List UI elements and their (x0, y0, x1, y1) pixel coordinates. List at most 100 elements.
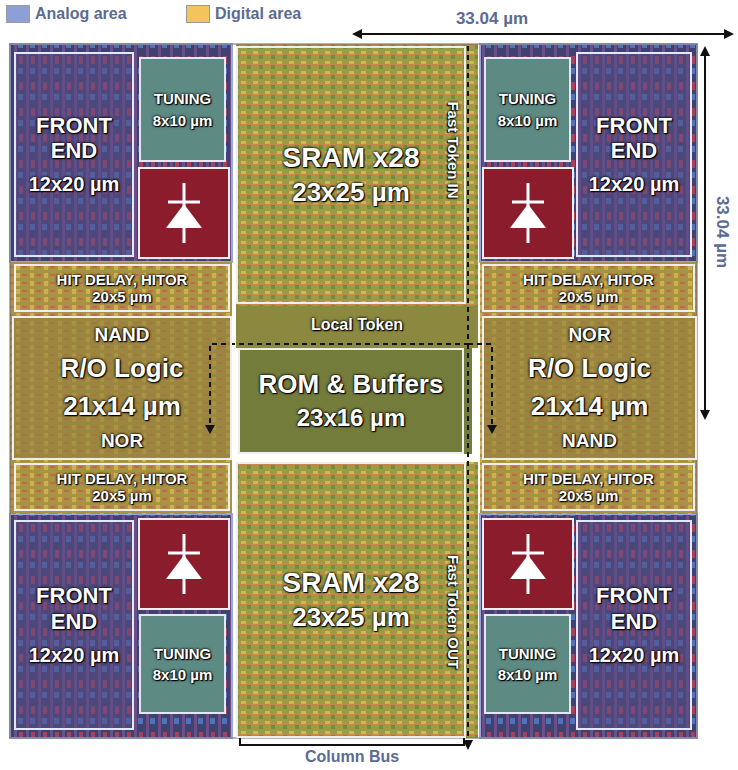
diode-symbol (512, 201, 544, 204)
signal-name: Local Token (311, 316, 403, 334)
dimension-line (356, 33, 730, 35)
tuning-fill (139, 614, 226, 714)
token-path (210, 46, 468, 428)
block-name: TUNING (499, 645, 557, 662)
token-path (468, 344, 492, 428)
legend-swatch (186, 5, 210, 23)
block-text: 20x5 µm (559, 288, 619, 305)
front-end-box: FRONT END 12x20 µm (14, 52, 134, 257)
sram-block: SRAM x28 23x25 µm (236, 46, 466, 304)
tuning-box: TUNING 8x10 µm (484, 57, 571, 162)
readout-logic-block: NAND R/O Logic 21x14 µm NOR (12, 316, 232, 460)
block-text: 23x25 µm (292, 178, 410, 208)
tuning-box: TUNING 8x10 µm (484, 614, 571, 714)
block-text: 8x10 µm (498, 112, 558, 129)
block-name: NOR (568, 324, 610, 346)
front-end-box: FRONT END12x20 µm (576, 52, 692, 257)
bus-bracket (240, 738, 464, 745)
tuning-fill (484, 614, 571, 714)
arrowhead (700, 46, 710, 56)
hit-delay-block: HIT DELAY, HITOR20x5 µm (482, 264, 695, 312)
block-text: R/O Logic (61, 354, 184, 384)
dimension-label: 33.04 µm (456, 9, 528, 29)
analog-quadrant (10, 44, 232, 262)
diode-pad (139, 519, 229, 609)
arrowhead (487, 425, 497, 434)
diode-pad (483, 168, 573, 258)
tuning-box: TUNING 8x10 µm (139, 57, 226, 162)
block-name: SRAM x28 (283, 142, 420, 174)
front-end-fill (576, 52, 692, 257)
legend-item: Analog area (6, 4, 127, 24)
block-text: 20x5 µm (92, 487, 152, 504)
block-name: FRONT END (582, 583, 686, 634)
ro-logic-fill (482, 316, 697, 460)
local-token-band (236, 306, 478, 348)
rom-buffer-block: ROM & Buffers23x16 µm (238, 348, 464, 454)
diode-pad (483, 168, 573, 258)
diode-pad (483, 519, 573, 609)
tuning-fill (139, 57, 226, 162)
block-name: TUNING (154, 90, 212, 107)
diode-pad (139, 519, 229, 609)
diode-pad (139, 168, 229, 258)
block-text: NOR (101, 430, 143, 452)
block-text: 21x14 µm (531, 392, 649, 422)
arrowhead (352, 29, 362, 39)
block-text: NAND (562, 430, 617, 452)
block-name: FRONT END (20, 113, 128, 164)
block-name: NAND (95, 324, 150, 346)
sram-area (236, 44, 478, 306)
block-name: SRAM x28 (283, 567, 420, 599)
pixel-outline (10, 44, 697, 738)
ro-logic-fill (12, 316, 232, 460)
rom-fill (238, 348, 472, 454)
arrowhead (205, 425, 215, 434)
diode-symbol (168, 201, 200, 204)
block-text: 21x14 µm (63, 392, 181, 422)
block-text: 20x5 µm (559, 487, 619, 504)
block-name: HIT DELAY, HITOR (523, 271, 654, 288)
tuning-box: TUNING8x10 µm (139, 614, 226, 714)
diode-symbol (166, 555, 202, 579)
front-end-box: FRONT END12x20 µm (14, 520, 134, 730)
block-text: 12x20 µm (589, 173, 679, 196)
diode-symbol (510, 204, 546, 228)
analog-quadrant (480, 44, 697, 262)
analog-quadrant (480, 514, 697, 738)
diode-symbol (510, 555, 546, 579)
tuning-fill (484, 57, 571, 162)
front-end-fill (14, 52, 134, 257)
block-text: 8x10 µm (498, 666, 558, 683)
dimension-label: 33.04 µm (712, 196, 732, 268)
block-text: 20x5 µm (92, 288, 152, 305)
sram-area (236, 462, 478, 738)
hit-delay-block: HIT DELAY, HITOR20x5 µm (14, 264, 230, 312)
diode-pad (483, 519, 573, 609)
bus-label: Column Bus (305, 748, 399, 766)
block-name: HIT DELAY, HITOR (57, 271, 188, 288)
block-name: HIT DELAY, HITOR (57, 470, 188, 487)
block-text: 23x16 µm (297, 404, 406, 432)
block-text: R/O Logic (528, 354, 651, 384)
digital-area (10, 262, 232, 514)
digital-area (480, 262, 697, 514)
block-name: TUNING (154, 645, 212, 662)
block-name: TUNING (499, 90, 557, 107)
token-path (467, 344, 469, 742)
readout-logic-block: NOR R/O Logic 21x14 µm NAND (482, 316, 697, 460)
sram-block: SRAM x28 23x25 µm (236, 462, 466, 738)
legend-text: Digital area (215, 5, 301, 23)
block-text: 8x10 µm (153, 112, 213, 129)
front-end-fill (576, 520, 692, 730)
block-text: 23x25 µm (292, 603, 410, 633)
hit-delay-block: HIT DELAY, HITOR20x5 µm (482, 463, 695, 511)
diode-symbol (512, 552, 544, 555)
signal-name: Fast Token IN (444, 101, 461, 198)
block-name: FRONT END (20, 583, 128, 634)
block-text: 12x20 µm (29, 173, 119, 196)
diode-symbol (168, 552, 200, 555)
legend-item: Digital area (186, 4, 301, 24)
arrowhead (724, 29, 734, 39)
